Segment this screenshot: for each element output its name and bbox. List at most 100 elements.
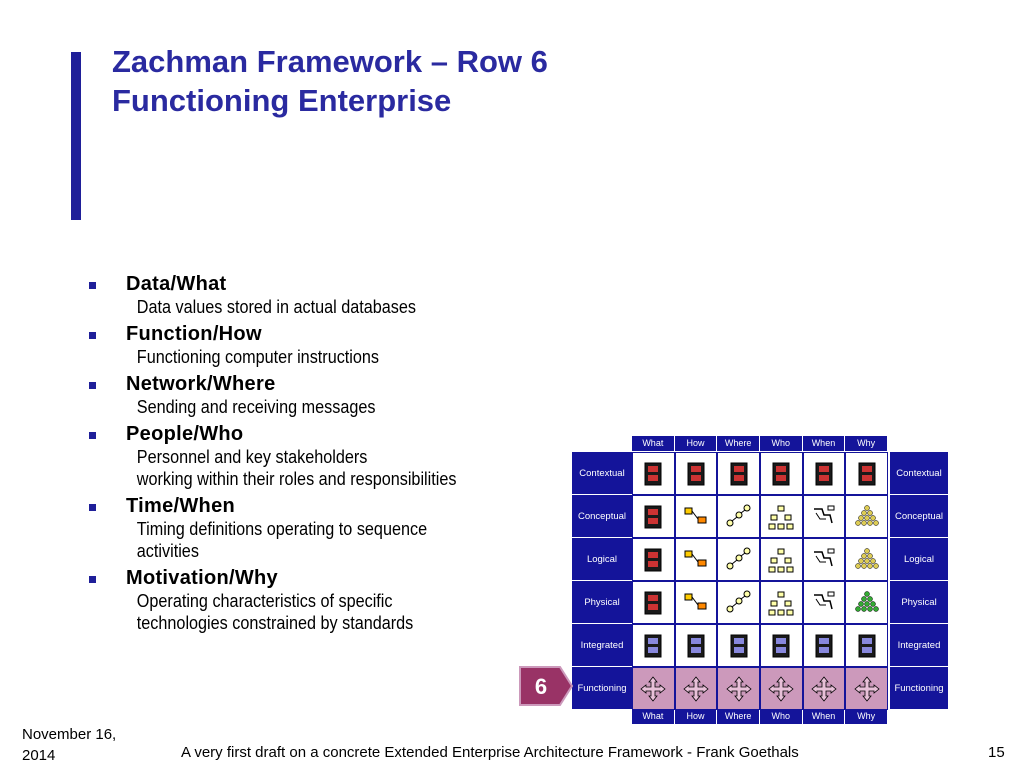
cell-physical-how xyxy=(674,581,718,624)
cell-functioning-what xyxy=(632,667,675,710)
cell-logical-how xyxy=(674,538,718,581)
list-icon xyxy=(644,505,662,528)
footer-date-line-1: November 16, xyxy=(22,726,117,743)
cell-conceptual-why xyxy=(845,495,888,538)
row-label-left: Contextual xyxy=(572,452,632,495)
footer-date-line-2: 2014 xyxy=(22,747,56,764)
bullet-description: Timing definitions operating to sequence xyxy=(136,519,428,539)
arrows-icon xyxy=(726,675,752,702)
cell-physical-when xyxy=(802,581,846,624)
list-icon xyxy=(772,634,790,657)
cell-conceptual-what xyxy=(632,495,675,538)
cell-functioning-who xyxy=(759,667,803,710)
cell-conceptual-who xyxy=(759,495,803,538)
cell-logical-where xyxy=(717,538,760,581)
bullet-description: Data values stored in actual databases xyxy=(136,297,416,317)
bullet-heading: Function/How xyxy=(126,323,262,345)
row-label-left: Conceptual xyxy=(572,495,632,538)
bullet-description: Personnel and key stakeholders xyxy=(136,447,368,467)
framework-row-contextual: Contextual Contextual xyxy=(572,452,948,495)
row-label-left: Integrated xyxy=(572,624,632,667)
bullet-marker-icon xyxy=(89,282,96,289)
bullet-heading: People/Who xyxy=(126,423,244,445)
row-6-badge-label: 6 xyxy=(535,674,547,699)
list-icon xyxy=(858,634,876,657)
column-header-when: When xyxy=(802,709,846,724)
cell-contextual-who xyxy=(759,452,803,495)
cell-physical-where xyxy=(717,581,760,624)
cell-logical-what xyxy=(632,538,675,581)
process-icon xyxy=(684,550,707,566)
framework-row-conceptual: Conceptual Conceptual xyxy=(572,495,948,538)
goal-icon xyxy=(854,590,879,612)
cell-integrated-how xyxy=(674,624,718,667)
org-icon xyxy=(768,505,794,529)
column-header-what: What xyxy=(632,436,675,451)
cell-integrated-what xyxy=(632,624,675,667)
list-icon xyxy=(687,634,705,657)
list-icon xyxy=(644,591,662,614)
cell-contextual-why xyxy=(845,452,888,495)
footer-caption: A very first draft on a concrete Extende… xyxy=(181,744,799,761)
page-number: 15 xyxy=(988,744,1005,761)
bullet-heading: Motivation/Why xyxy=(126,567,278,589)
cell-functioning-why xyxy=(845,667,888,710)
arrows-icon xyxy=(683,675,709,702)
schedule-icon xyxy=(813,548,835,566)
schedule-icon xyxy=(813,591,835,609)
bullet-heading: Network/Where xyxy=(126,373,276,395)
row-label-right: Functioning xyxy=(890,667,948,710)
cell-physical-what xyxy=(632,581,675,624)
column-header-who: Who xyxy=(759,709,803,724)
title-line-1: Zachman Framework – Row 6 xyxy=(112,44,548,79)
column-header-why: Why xyxy=(845,709,888,724)
arrows-icon xyxy=(768,675,794,702)
bullet-marker-icon xyxy=(89,504,96,511)
cell-contextual-what xyxy=(632,452,675,495)
bullet-description: Operating characteristics of specific xyxy=(136,591,393,611)
cell-functioning-when xyxy=(802,667,846,710)
bullet-heading: Data/What xyxy=(126,273,227,295)
row-label-right: Contextual xyxy=(890,452,948,495)
network-icon xyxy=(726,504,751,526)
network-icon xyxy=(726,547,751,569)
bullet-marker-icon xyxy=(89,432,96,439)
cell-integrated-who xyxy=(759,624,803,667)
row-label-left: Functioning xyxy=(572,667,632,710)
column-header-what: What xyxy=(632,709,675,724)
bullet-marker-icon xyxy=(89,576,96,583)
bullet-description: activities xyxy=(136,541,199,561)
bullet-description: technologies constrained by standards xyxy=(136,613,414,633)
bullet-marker-icon xyxy=(89,382,96,389)
column-header-why: Why xyxy=(845,436,888,451)
arrows-icon xyxy=(811,675,837,702)
list-icon xyxy=(815,634,833,657)
row-label-right: Conceptual xyxy=(890,495,948,538)
bullet-marker-icon xyxy=(89,332,96,339)
row-label-right: Logical xyxy=(890,538,948,581)
schedule-icon xyxy=(813,505,835,523)
bullet-description: Sending and receiving messages xyxy=(136,397,376,417)
cell-physical-why xyxy=(845,581,888,624)
list-icon xyxy=(687,462,705,485)
arrows-icon xyxy=(853,675,880,702)
arrows-icon xyxy=(640,675,666,702)
cell-contextual-when xyxy=(802,452,846,495)
cell-logical-when xyxy=(802,538,846,581)
list-icon xyxy=(815,462,833,485)
list-icon xyxy=(644,634,662,657)
process-icon xyxy=(684,593,707,609)
column-header-how: How xyxy=(674,709,718,724)
bullet-description: Functioning computer instructions xyxy=(136,347,380,367)
org-icon xyxy=(768,548,794,572)
